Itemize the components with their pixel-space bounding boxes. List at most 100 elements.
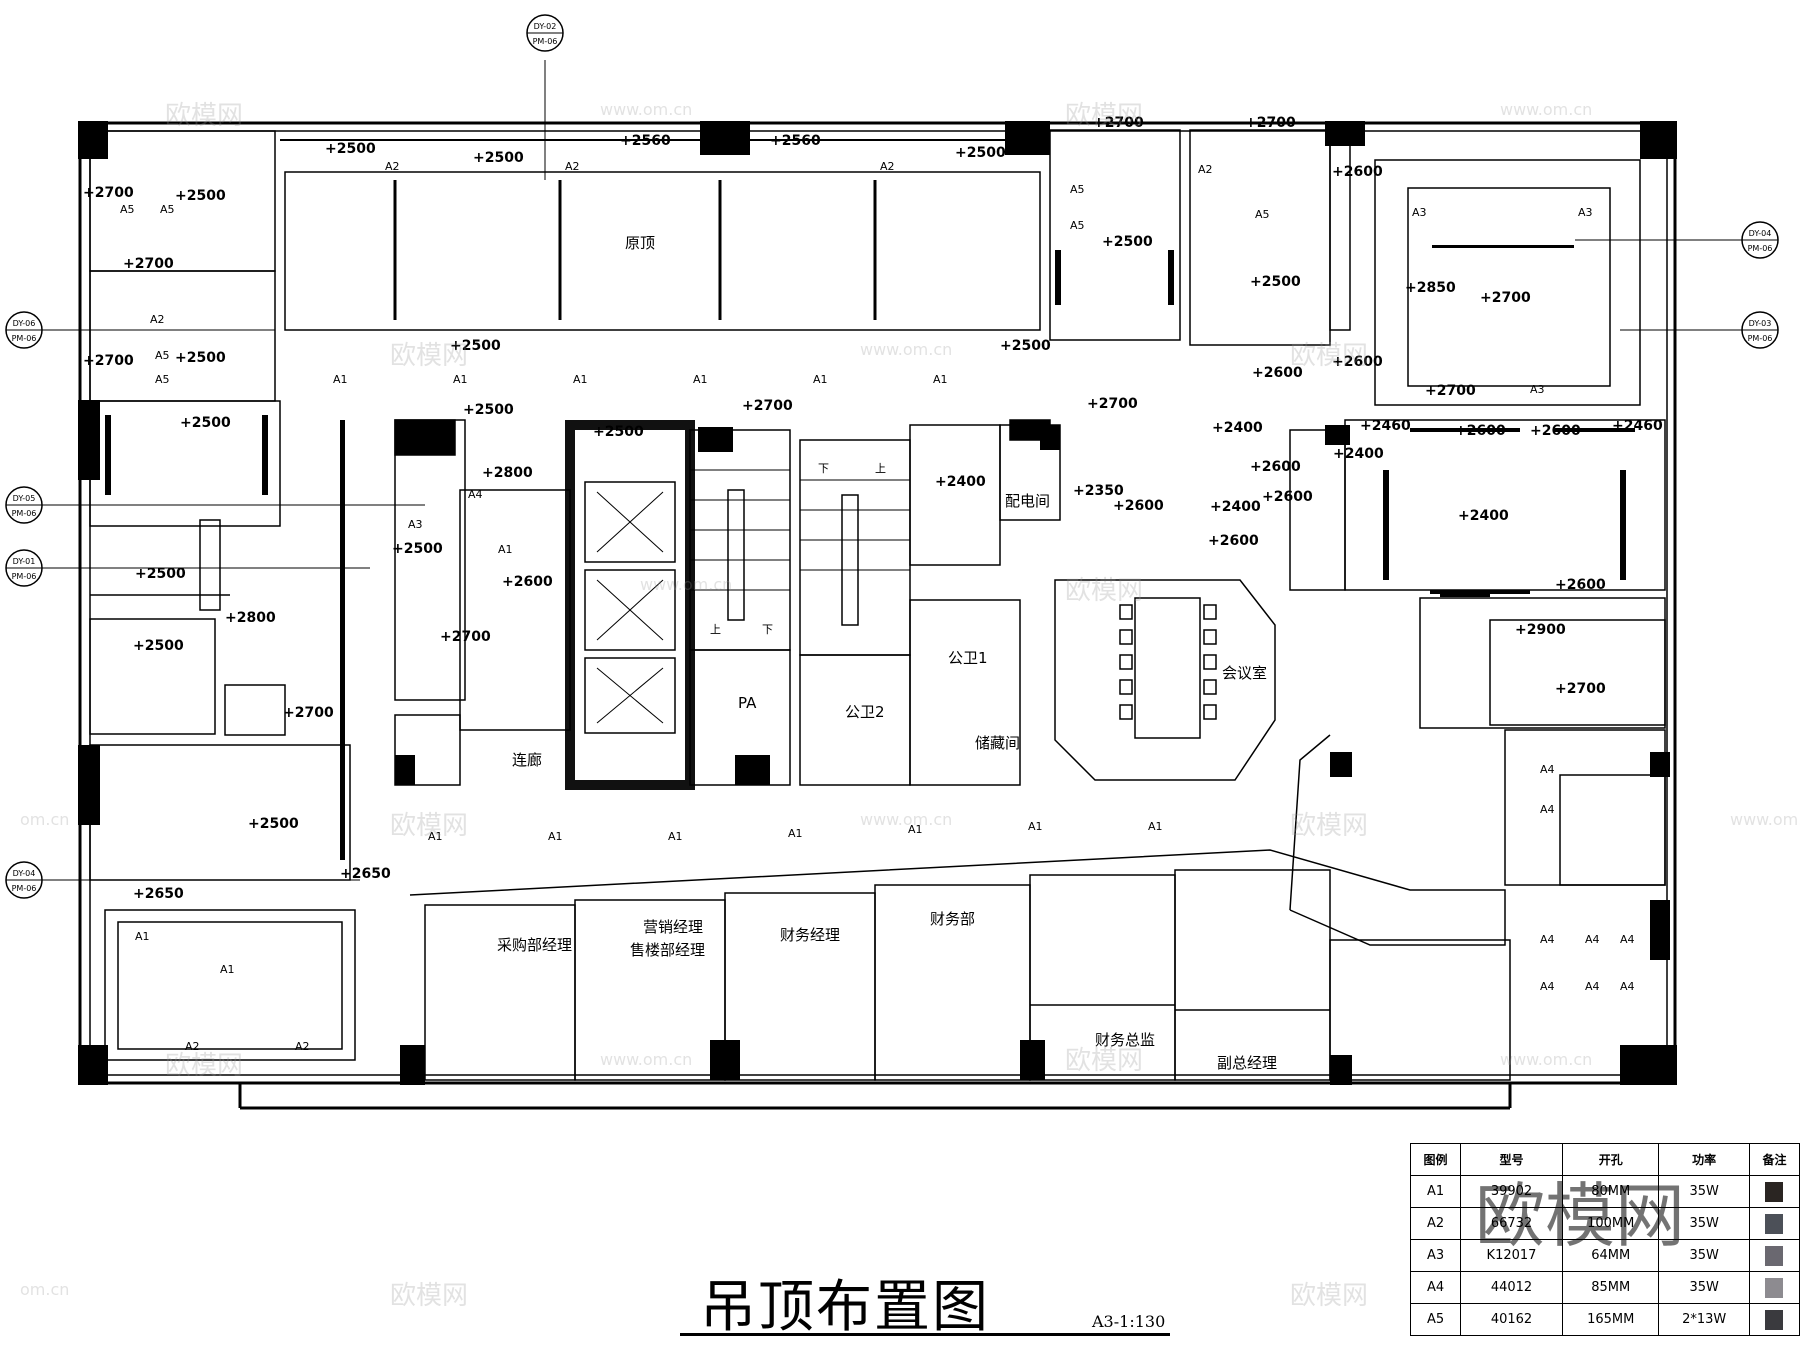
stair-down-mark: 下 — [762, 623, 773, 636]
elevation-mark: +2600 — [1250, 459, 1301, 475]
svg-text:DY-03: DY-03 — [1749, 319, 1772, 328]
fixture-code: A1 — [933, 373, 948, 386]
fixture-code: A1 — [333, 373, 348, 386]
svg-text:PM-06: PM-06 — [12, 509, 37, 518]
elevation-mark: +2500 — [325, 141, 376, 157]
elevation-mark: +2600 — [1113, 498, 1164, 514]
fixture-code: A3 — [1578, 206, 1593, 219]
stair-up-mark: 上 — [875, 462, 886, 475]
legend-code: A2 — [1409, 1207, 1462, 1240]
title-underline — [680, 1333, 1170, 1336]
fixture-code: A3 — [1412, 206, 1427, 219]
fixture-code: A3 — [1530, 383, 1545, 396]
legend-power: 35W — [1658, 1239, 1750, 1272]
legend-note — [1748, 1271, 1800, 1304]
fixture-code: A4 — [1540, 763, 1555, 776]
elevation-mark: +2500 — [593, 424, 644, 440]
stair-up-mark: 上 — [710, 623, 721, 636]
svg-text:PM-06: PM-06 — [533, 37, 558, 46]
room-label: 连廊 — [512, 751, 542, 769]
legend-model: 44012 — [1460, 1271, 1563, 1304]
svg-text:PM-06: PM-06 — [12, 572, 37, 581]
elevation-mark: +2500 — [1000, 338, 1051, 354]
legend-hole: 64MM — [1561, 1239, 1660, 1272]
svg-text:DY-04: DY-04 — [13, 869, 36, 878]
legend-header: 功率 — [1658, 1143, 1750, 1176]
room-label: 公卫1 — [948, 649, 988, 667]
room-label: 会议室 — [1222, 664, 1267, 682]
room-label: PA — [738, 694, 757, 712]
fixture-code: A1 — [788, 827, 803, 840]
legend-row: A4 44012 85MM 35W — [1409, 1271, 1800, 1304]
elevation-mark: +2850 — [1405, 280, 1456, 296]
elevation-mark: +2700 — [123, 256, 174, 272]
room-label: 财务部 — [930, 910, 975, 928]
svg-text:DY-04: DY-04 — [1749, 229, 1772, 238]
elevation-mark: +2500 — [175, 350, 226, 366]
fixture-code: A5 — [1070, 183, 1085, 196]
elevation-mark: +2500 — [135, 566, 186, 582]
elevation-mark: +2460 — [1360, 418, 1411, 434]
fixture-code: A2 — [385, 160, 400, 173]
room-label: 副总经理 — [1217, 1054, 1277, 1072]
fixture-code: A4 — [1540, 980, 1555, 993]
fixture-code: A5 — [155, 373, 170, 386]
legend-code: A4 — [1409, 1271, 1462, 1304]
elevation-mark: +2650 — [340, 866, 391, 882]
elevation-mark: +2600 — [1455, 423, 1506, 439]
legend-model: 39902 — [1460, 1175, 1563, 1208]
outer-wall-inner — [89, 130, 1668, 1076]
elevation-mark: +2600 — [1208, 533, 1259, 549]
fixture-code: A5 — [120, 203, 135, 216]
elevation-mark: +2500 — [463, 402, 514, 418]
elevation-mark: +2700 — [1480, 290, 1531, 306]
section-tag-dy01: DY-01 PM-06 — [5, 549, 43, 587]
legend-note — [1748, 1207, 1800, 1240]
legend-header: 开孔 — [1561, 1143, 1660, 1176]
fixture-code: A1 — [453, 373, 468, 386]
elevation-mark: +2600 — [1262, 489, 1313, 505]
elevation-mark: +2500 — [473, 150, 524, 166]
svg-text:PM-06: PM-06 — [12, 334, 37, 343]
legend-header: 型号 — [1460, 1143, 1563, 1176]
fixture-code: A5 — [155, 349, 170, 362]
section-tag-dy04-right: DY-04 PM-06 — [1741, 221, 1779, 259]
room-label: 公卫2 — [845, 703, 885, 721]
svg-text:PM-06: PM-06 — [1748, 334, 1773, 343]
fixture-code: A5 — [1070, 219, 1085, 232]
elevation-mark: +2500 — [180, 415, 231, 431]
elevation-mark: +2400 — [1458, 508, 1509, 524]
elevation-mark: +2500 — [1250, 274, 1301, 290]
elevation-mark: +2560 — [620, 133, 671, 149]
legend-row: A5 40162 165MM 2*13W — [1409, 1303, 1800, 1336]
elevation-mark: +2700 — [1555, 681, 1606, 697]
svg-text:DY-02: DY-02 — [534, 22, 557, 31]
elevation-mark: +2400 — [1210, 499, 1261, 515]
elevation-mark: +2560 — [770, 133, 821, 149]
fixture-code: A3 — [408, 518, 423, 531]
elevation-mark: +2700 — [1087, 396, 1138, 412]
elevation-mark: +2400 — [935, 474, 986, 490]
elevation-mark: +2400 — [1212, 420, 1263, 436]
fixture-code: A1 — [1148, 820, 1163, 833]
elevation-mark: +2700 — [283, 705, 334, 721]
fixture-code: A4 — [1620, 933, 1635, 946]
elevation-mark: +2700 — [440, 629, 491, 645]
elevation-mark: +2700 — [83, 353, 134, 369]
elevation-mark: +2600 — [1530, 423, 1581, 439]
elevation-mark: +2700 — [1245, 115, 1296, 131]
elevation-mark: +2500 — [248, 816, 299, 832]
fixture-legend-table: 图例 型号 开孔 功率 备注 A1 39902 80MM 35W A2 6673… — [1409, 1143, 1800, 1336]
fixture-code: A4 — [1620, 980, 1635, 993]
svg-text:PM-06: PM-06 — [12, 884, 37, 893]
elevation-mark: +2600 — [1332, 354, 1383, 370]
room-label: 财务总监 — [1095, 1031, 1155, 1049]
stair-down-mark: 下 — [818, 462, 829, 475]
room-label: 营销经理 — [643, 918, 703, 936]
legend-note — [1748, 1239, 1800, 1272]
room-label: 配电间 — [1005, 492, 1050, 510]
legend-hole: 80MM — [1561, 1175, 1660, 1208]
legend-header-row: 图例 型号 开孔 功率 备注 — [1409, 1143, 1800, 1176]
legend-hole: 165MM — [1561, 1303, 1660, 1336]
fixture-code: A2 — [880, 160, 895, 173]
